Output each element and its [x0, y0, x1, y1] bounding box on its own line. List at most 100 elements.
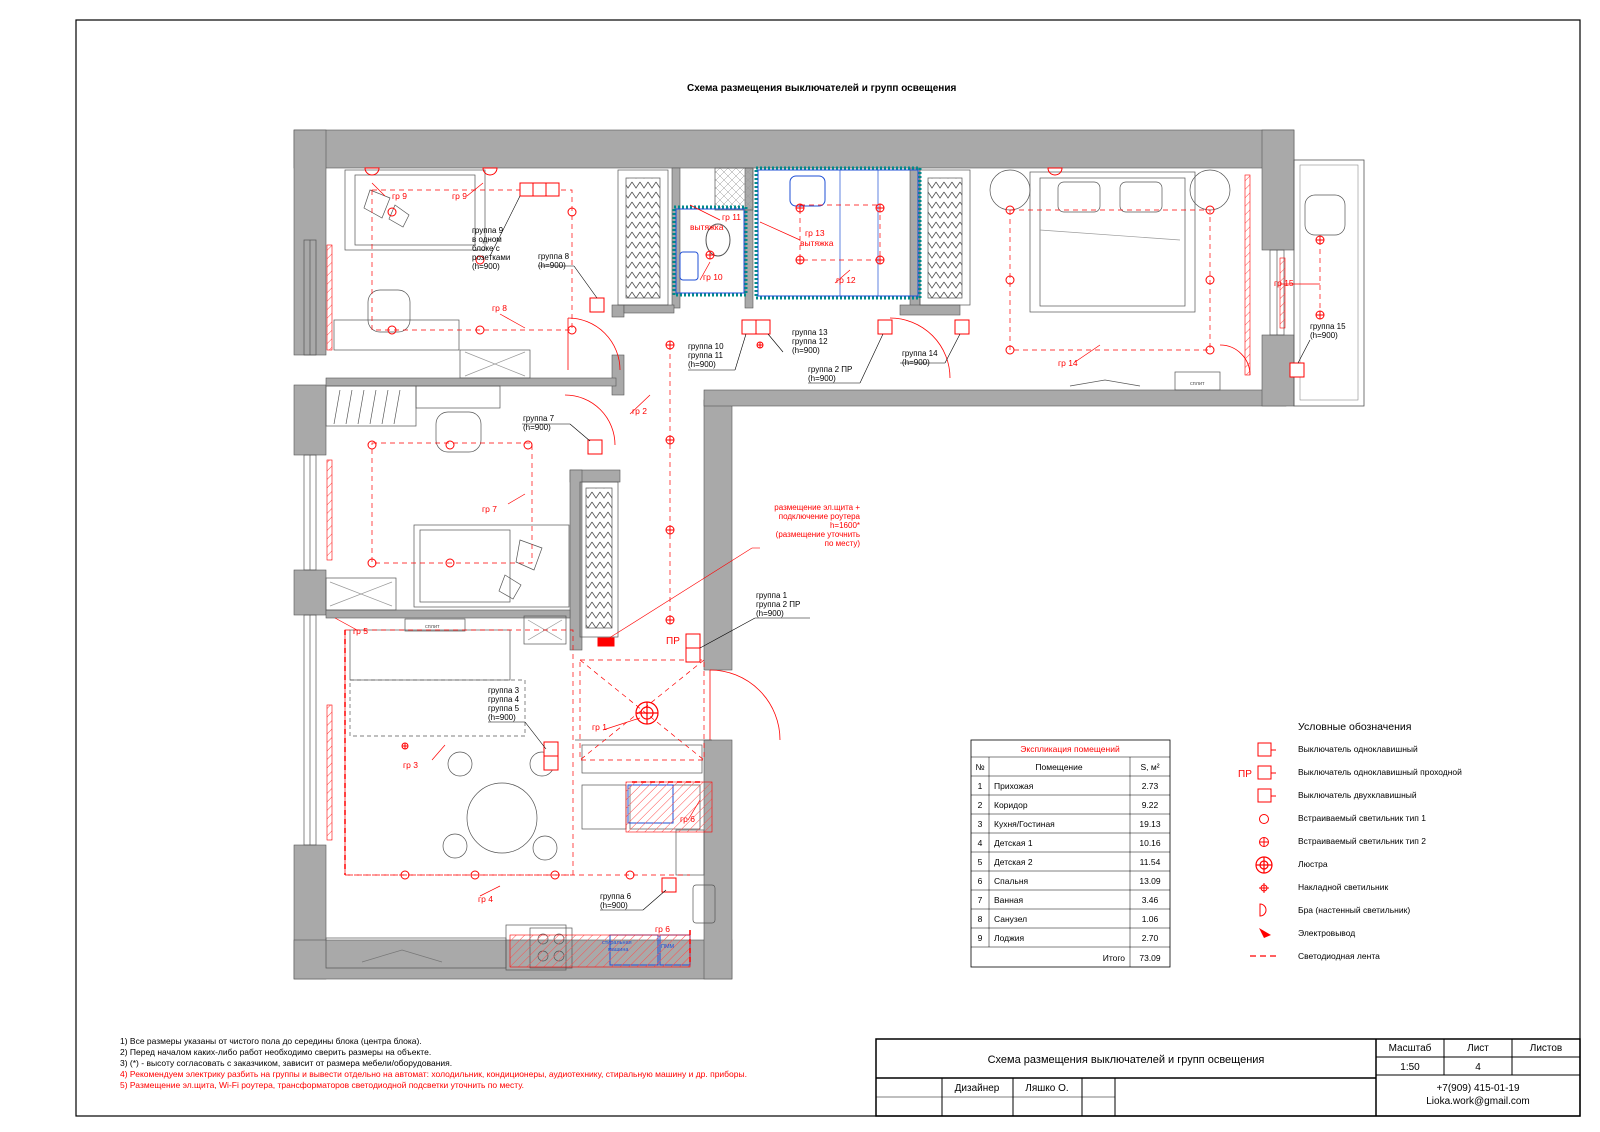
svg-text:группа 9: группа 9 [472, 226, 504, 235]
gr12-label: гр 12 [836, 275, 856, 285]
washer-label-2: машина [608, 947, 629, 953]
electrical-outlet-icon [1259, 928, 1271, 938]
svg-text:(h=900): (h=900) [808, 374, 836, 383]
gr1-label: гр 1 [592, 722, 607, 732]
svg-text:3.46: 3.46 [1142, 895, 1159, 905]
callout-group8: группа 8(h=900) [538, 252, 570, 270]
svg-text:группа 12: группа 12 [792, 337, 828, 346]
svg-text:(h=900): (h=900) [538, 261, 566, 270]
drawing-title: Схема размещения выключателей и групп ос… [687, 83, 956, 94]
gr3-label: гр 3 [403, 760, 418, 770]
switch-single-icon [1257, 742, 1276, 757]
gr5-label: гр 5 [353, 626, 368, 636]
kitchen-counter-hatch [625, 781, 713, 833]
svg-text:Светодиодная лента: Светодиодная лента [1298, 951, 1380, 961]
svg-text:группа 2 ПР: группа 2 ПР [808, 365, 852, 374]
svg-text:(h=900): (h=900) [488, 713, 516, 722]
loggia [1293, 159, 1365, 407]
svg-text:розетками: розетками [472, 253, 510, 262]
ac-label-bedroom: сплит [1190, 381, 1205, 387]
callout-group6: группа 6(h=900) [600, 892, 632, 910]
svg-text:группа 5: группа 5 [488, 704, 520, 713]
svg-text:1: 1 [978, 781, 983, 791]
recessed-light-type1-icon [1259, 814, 1269, 824]
svg-text:Электровывод: Электровывод [1298, 928, 1355, 938]
total-label: Итого [1103, 953, 1126, 963]
svg-text:Лоджия: Лоджия [994, 933, 1025, 943]
svg-text:группа 13: группа 13 [792, 328, 828, 337]
title-block: Схема размещения выключателей и групп ос… [875, 1038, 1581, 1117]
svg-text:группа 11: группа 11 [688, 351, 723, 360]
svg-text:19.13: 19.13 [1139, 819, 1161, 829]
svg-text:Детская 2: Детская 2 [994, 857, 1033, 867]
svg-text:Выключатель одноклавишный: Выключатель одноклавишный [1298, 744, 1418, 754]
recessed-lights-type1 [367, 205, 1215, 880]
gr9-label-left: гр 9 [392, 191, 407, 201]
svg-text:Выключатель одноклавишный прох: Выключатель одноклавишный проходной [1298, 767, 1462, 777]
svg-text:группа 6: группа 6 [600, 892, 632, 901]
surface-light-icon [1259, 883, 1269, 893]
gr9-label-right: гр 9 [452, 191, 467, 201]
svg-text:(h=900): (h=900) [1310, 331, 1338, 340]
pr-label: ПР [666, 636, 680, 647]
gr7-label: гр 7 [482, 504, 497, 514]
legend-pr-prefix: ПР [1238, 769, 1252, 780]
svg-text:Спальня: Спальня [994, 876, 1029, 886]
sheet-value: 4 [1475, 1062, 1481, 1073]
col-header-room: Помещение [1035, 762, 1082, 772]
svg-text:размещение эл.щита +: размещение эл.щита + [774, 503, 860, 512]
recessed-light-type2-icon [1259, 837, 1269, 847]
svg-text:9.22: 9.22 [1142, 800, 1159, 810]
note-4: 4) Рекомендуем электрику разбить на груп… [120, 1069, 747, 1079]
scale-value: 1:50 [1400, 1062, 1420, 1073]
svg-text:5: 5 [978, 857, 983, 867]
sheet-label: Лист [1467, 1043, 1489, 1054]
gr14-label: гр 14 [1058, 358, 1078, 368]
note-5: 5) Размещение эл.щита, Wi-Fi роутера, тр… [120, 1080, 525, 1090]
fixture-labels: сплит сплит стиральная машина ПММ [425, 381, 1205, 953]
svg-text:группа 3: группа 3 [488, 686, 520, 695]
gr4-label: гр 4 [478, 894, 493, 904]
dishwasher-label: ПММ [661, 944, 675, 950]
group-labels: гр 9 гр 9 гр 8 гр 7 гр 5 гр 3 гр 4 гр 2 … [353, 191, 1294, 934]
group-arrows [334, 182, 1320, 897]
svg-text:группа 2 ПР: группа 2 ПР [756, 600, 800, 609]
svg-text:4: 4 [978, 838, 983, 848]
svg-text:(h=900): (h=900) [792, 346, 820, 355]
svg-text:группа 4: группа 4 [488, 695, 520, 704]
svg-text:(размещение уточнить: (размещение уточнить [776, 530, 860, 539]
svg-text:(h=900): (h=900) [688, 360, 716, 369]
callout-group15: группа 15(h=900) [1310, 322, 1346, 340]
furniture [325, 167, 1346, 971]
svg-text:(h=900): (h=900) [756, 609, 784, 618]
wall-sconce-icon [1259, 903, 1267, 917]
general-notes: 1) Все размеры указаны от чистого пола д… [120, 1036, 747, 1091]
svg-text:группа 15: группа 15 [1310, 322, 1346, 331]
lighting-group-lines [344, 189, 1321, 965]
svg-text:группа 14: группа 14 [902, 349, 938, 358]
svg-text:Детская 1: Детская 1 [994, 838, 1033, 848]
total-value: 73.09 [1139, 953, 1161, 963]
legend: Условные обозначения ПР Выключатель одно… [1238, 721, 1462, 961]
callout-group7: группа 7(h=900) [523, 414, 555, 432]
gr13-label: гр 13 [805, 228, 825, 238]
curtains [326, 174, 1286, 841]
explication-title: Экспликация помещений [1020, 744, 1120, 754]
drawing-frame [75, 19, 1581, 1117]
note-1: 1) Все размеры указаны от чистого пола д… [120, 1036, 422, 1046]
note-3: 3) (*) - высоту согласовать с заказчиком… [120, 1058, 453, 1068]
svg-text:Коридор: Коридор [994, 800, 1028, 810]
svg-text:Санузел: Санузел [994, 914, 1027, 924]
